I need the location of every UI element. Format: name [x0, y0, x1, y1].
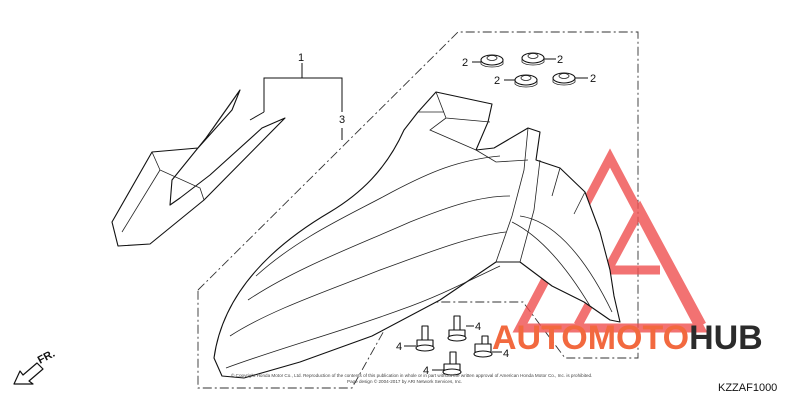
callout-label-1: 1 [298, 52, 304, 64]
callout-label-4: 4 [503, 348, 509, 360]
callout-label-3: 3 [339, 114, 345, 126]
callout-label-2: 2 [557, 54, 563, 66]
diagram-code: KZZAF1000 [718, 382, 777, 394]
assembly-boundary-dashed [197, 31, 639, 389]
direction-label: FR. [36, 348, 57, 367]
flange-bolt [447, 315, 467, 342]
fender-decal-part-3 [111, 89, 286, 247]
callout-label-2: 2 [462, 57, 468, 69]
watermark-brand: AUTOMOTOHUB [492, 319, 763, 357]
callout-label-4: 4 [475, 321, 481, 333]
bolts-part-4 [404, 315, 502, 376]
callout-label-2: 2 [590, 73, 596, 85]
watermark-brand-left: AUTOMOTO [492, 319, 689, 357]
grommet [514, 74, 538, 88]
arrow-down-left-icon [13, 362, 44, 385]
grommets-part-2 [472, 52, 588, 88]
flange-bolt [415, 325, 435, 352]
copyright-line-1: © Copyright Honda Motor Co., Ltd. Reprod… [231, 372, 592, 378]
flange-bolt [473, 335, 493, 358]
copyright-line-2: Page design © 2004-2017 by ARI Network S… [347, 378, 462, 384]
callout-label-4: 4 [396, 341, 402, 353]
front-direction-indicator: FR. [13, 348, 57, 385]
callout-1-leader [249, 63, 343, 140]
grommet [480, 54, 504, 68]
front-fender-part-1 [213, 91, 621, 379]
callout-label-4: 4 [423, 365, 429, 377]
callout-label-2: 2 [494, 75, 500, 87]
grommet [521, 52, 545, 66]
grommet [552, 72, 576, 86]
watermark-brand-right: HUB [689, 319, 763, 357]
flange-bolt [442, 351, 462, 376]
